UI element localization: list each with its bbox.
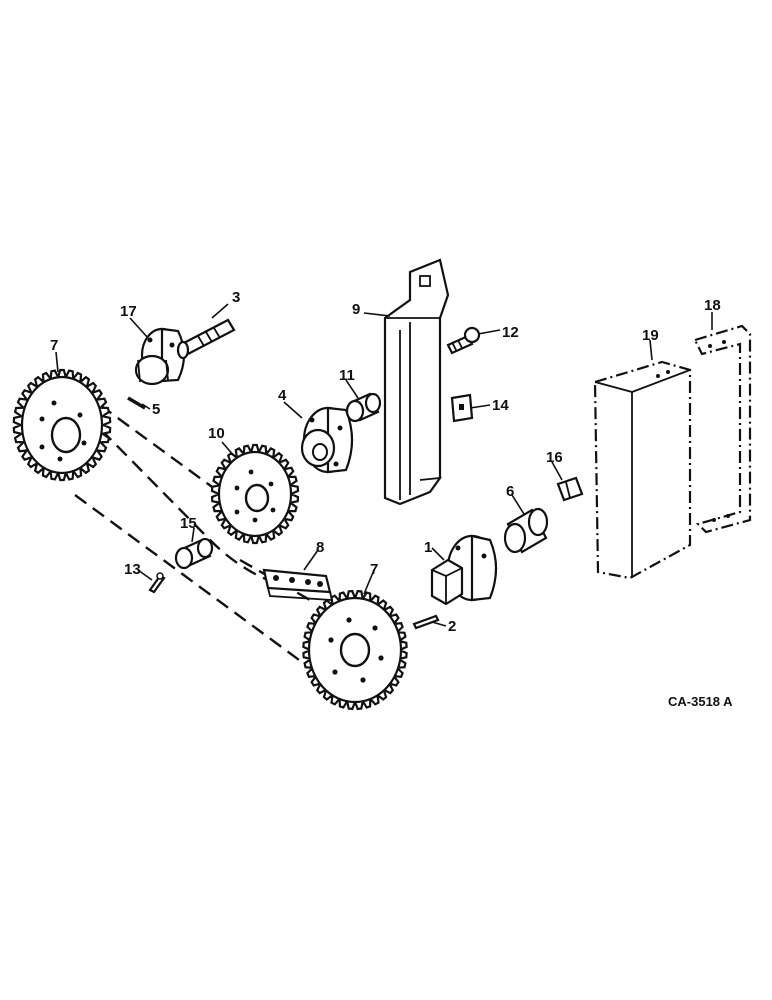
callout-5: 5 <box>152 401 160 418</box>
bolt-12 <box>446 326 481 355</box>
flange-hub-17 <box>134 327 186 386</box>
bushing-11 <box>345 392 382 423</box>
callout-12: 12 <box>502 324 519 341</box>
leader-lines <box>55 303 713 627</box>
callout-3: 3 <box>232 289 240 306</box>
hex-hub-1 <box>430 534 498 606</box>
pin-2 <box>412 614 440 630</box>
callout-4: 4 <box>278 387 287 404</box>
callout-18: 18 <box>704 297 721 314</box>
coupler-16 <box>556 476 584 502</box>
sprocket-large-lower <box>302 589 408 711</box>
callout-7b: 7 <box>370 561 378 578</box>
bracket-18 <box>693 324 752 534</box>
chain-link-8 <box>262 568 334 601</box>
sprocket-large-left <box>12 368 112 482</box>
callout-16: 16 <box>546 449 563 466</box>
callout-13: 13 <box>124 561 141 578</box>
callout-8: 8 <box>316 539 324 556</box>
callout-labels: 7 17 3 5 4 10 11 9 12 14 16 6 1 2 15 8 7… <box>50 289 721 635</box>
callout-9: 9 <box>352 301 360 318</box>
callout-19: 19 <box>642 327 659 344</box>
callout-7a: 7 <box>50 337 58 354</box>
drawing-id: CA-3518 A <box>668 694 733 709</box>
pin-5 <box>127 396 146 410</box>
sleeve-6 <box>503 507 549 554</box>
plate-14 <box>450 393 474 423</box>
callout-11: 11 <box>339 367 355 384</box>
bolt-3 <box>176 318 236 360</box>
flange-bearing-4 <box>300 406 354 474</box>
callout-14: 14 <box>492 397 509 414</box>
callout-1: 1 <box>424 539 432 556</box>
shield-19 <box>593 360 692 580</box>
callout-6: 6 <box>506 483 514 500</box>
callout-17: 17 <box>120 303 137 320</box>
pin-13 <box>148 572 166 594</box>
callout-10: 10 <box>208 425 225 442</box>
callout-2: 2 <box>448 618 456 635</box>
sleeve-15 <box>174 537 214 570</box>
support-channel-9 <box>383 258 450 506</box>
callout-15: 15 <box>180 515 197 532</box>
sprocket-middle <box>210 443 300 545</box>
